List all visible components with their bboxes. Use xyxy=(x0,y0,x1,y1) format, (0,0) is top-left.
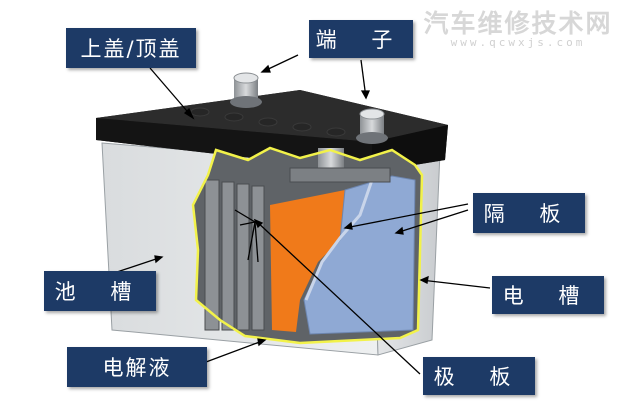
battery-lid xyxy=(96,90,448,172)
label-container: 池 槽 xyxy=(44,271,156,311)
arrow-top-cover xyxy=(149,67,194,119)
arrow-separator-1 xyxy=(344,203,469,229)
label-electrolyte: 电解液 xyxy=(67,347,207,387)
pointer-arrows xyxy=(107,54,491,375)
arrow-cell xyxy=(420,279,491,289)
label-separator: 隔 板 xyxy=(473,193,585,233)
watermark-url: www.qcwxjs.com xyxy=(450,36,586,49)
label-top-cover: 上盖/顶盖 xyxy=(66,28,196,68)
label-cell: 电 槽 xyxy=(492,276,604,314)
arrow-plate xyxy=(254,219,421,375)
watermark-title: 汽车维修技术网 xyxy=(423,9,613,38)
arrow-electrolyte xyxy=(205,339,266,363)
terminal-posts xyxy=(230,72,388,144)
arrow-separator-2 xyxy=(395,209,469,234)
label-terminal: 端 子 xyxy=(309,20,413,58)
cutaway-interior xyxy=(191,146,424,345)
label-plate: 极 板 xyxy=(423,357,535,395)
